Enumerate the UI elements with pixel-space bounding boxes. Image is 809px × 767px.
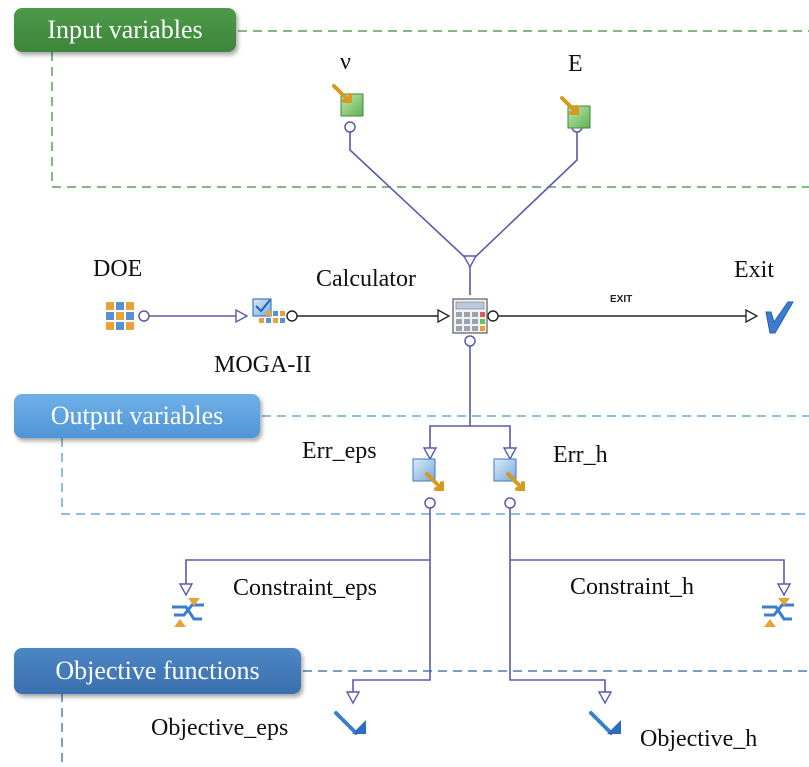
doe-label: DOE xyxy=(93,256,143,282)
calculator-label: Calculator xyxy=(316,266,416,292)
objective-h-label: Objective_h xyxy=(640,726,758,752)
e-label: E xyxy=(568,51,583,77)
input-variable-icon[interactable] xyxy=(332,84,364,117)
input-variable-icon[interactable] xyxy=(560,96,591,129)
doe-icon[interactable] xyxy=(106,302,134,330)
calculator-icon[interactable] xyxy=(452,298,488,334)
objective-group-boundary xyxy=(61,670,809,767)
input-group-boundary xyxy=(51,30,809,188)
objective-icon[interactable] xyxy=(589,711,621,735)
output-variable-icon[interactable] xyxy=(412,458,444,491)
link-errh-downstream xyxy=(509,508,785,694)
constraint-icon[interactable] xyxy=(172,598,204,627)
constraint-icon[interactable] xyxy=(762,598,794,627)
link-erreps-downstream xyxy=(185,508,431,694)
output-group-boundary xyxy=(61,415,809,515)
exit-label: Exit xyxy=(734,257,774,283)
exit-icon[interactable] xyxy=(765,301,794,334)
moga-scheduler-icon[interactable] xyxy=(252,298,285,323)
output-variable-icon[interactable] xyxy=(493,458,525,491)
objective-functions-group-label[interactable]: Objective functions xyxy=(14,648,301,694)
objective-icon[interactable] xyxy=(334,711,366,735)
link-calculator-outputs xyxy=(429,346,511,450)
connectors xyxy=(149,132,785,694)
exit-connector-tag: EXIT xyxy=(610,294,633,305)
moga-label: MOGA-II xyxy=(214,352,312,378)
link-e-calculator xyxy=(469,132,578,295)
constraint-eps-label: Constraint_eps xyxy=(233,575,377,601)
output-variables-group-label[interactable]: Output variables xyxy=(14,394,260,438)
constraint-h-label: Constraint_h xyxy=(570,574,694,600)
nu-label: ν xyxy=(340,49,351,75)
input-variables-group-label[interactable]: Input variables xyxy=(14,8,236,52)
objective-eps-label: Objective_eps xyxy=(151,715,289,741)
arrowheads xyxy=(178,255,792,705)
link-nu-calculator xyxy=(349,132,471,263)
err-eps-label: Err_eps xyxy=(302,438,377,464)
err-h-label: Err_h xyxy=(553,442,608,468)
